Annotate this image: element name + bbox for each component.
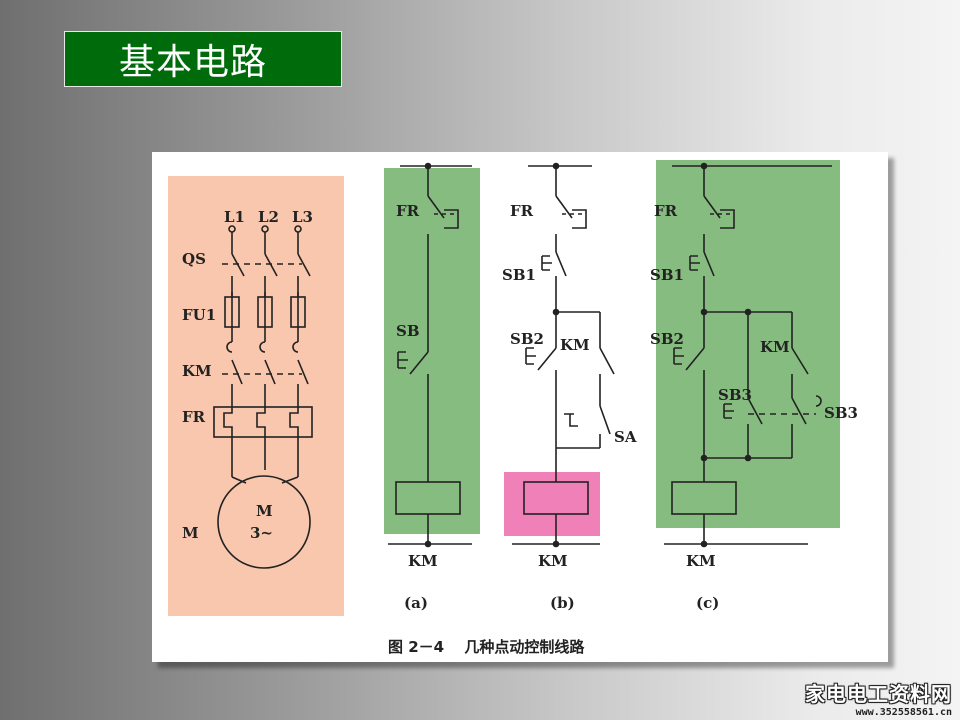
label-c-sb1: SB1 bbox=[650, 266, 684, 284]
label-a-coil: KM bbox=[408, 552, 438, 570]
label-motor-phase: 3~ bbox=[250, 524, 273, 542]
label-c-fr: FR bbox=[654, 202, 678, 220]
watermark-url: www.352558561.cn bbox=[855, 707, 952, 718]
circuit-figure: L1 L2 L3 QS FU1 KM FR M M 3~ FR SB KM FR… bbox=[152, 152, 888, 662]
main-circuit-highlight bbox=[168, 176, 344, 616]
circuit-diagram: L1 L2 L3 QS FU1 KM FR M M 3~ FR SB KM FR… bbox=[168, 160, 858, 656]
label-l1: L1 bbox=[224, 208, 245, 226]
control-circuit-b bbox=[512, 162, 615, 548]
main-circuit bbox=[213, 225, 313, 569]
label-b-coil: KM bbox=[538, 552, 568, 570]
label-c-coil: KM bbox=[686, 552, 716, 570]
figure-caption: 图 2－4 几种点动控制线路 bbox=[388, 638, 585, 656]
control-circuit-c bbox=[664, 162, 832, 548]
watermark-title: 家电电工资料网 bbox=[805, 682, 952, 706]
control-circuit-a bbox=[388, 162, 472, 548]
watermark: 家电电工资料网 www.352558561.cn bbox=[805, 678, 952, 718]
label-c-sb2: SB2 bbox=[650, 330, 684, 348]
label-b-sb2: SB2 bbox=[510, 330, 544, 348]
label-a-sb: SB bbox=[396, 322, 420, 340]
circuit-a-highlight bbox=[384, 168, 480, 534]
label-c-sb3-right: SB3 bbox=[824, 404, 858, 422]
label-l2: L2 bbox=[258, 208, 279, 226]
label-b-sb1: SB1 bbox=[502, 266, 536, 284]
label-qs: QS bbox=[182, 250, 206, 268]
label-a-fr: FR bbox=[396, 202, 420, 220]
panel-label-c: (c) bbox=[696, 594, 719, 612]
label-b-fr: FR bbox=[510, 202, 534, 220]
label-km-main: KM bbox=[182, 362, 212, 380]
label-b-sa: SA bbox=[614, 428, 637, 446]
label-c-sb3-left: SB3 bbox=[718, 386, 752, 404]
panel-label-b: (b) bbox=[550, 594, 575, 612]
label-c-km: KM bbox=[760, 338, 790, 356]
panel-label-a: (a) bbox=[404, 594, 428, 612]
label-motor-symbol: M bbox=[256, 502, 273, 520]
label-b-km: KM bbox=[560, 336, 590, 354]
label-fr-main: FR bbox=[182, 408, 206, 426]
label-motor: M bbox=[182, 524, 199, 542]
slide-title: 基本电路 bbox=[64, 31, 342, 87]
label-fu1: FU1 bbox=[182, 306, 216, 324]
label-l3: L3 bbox=[292, 208, 313, 226]
